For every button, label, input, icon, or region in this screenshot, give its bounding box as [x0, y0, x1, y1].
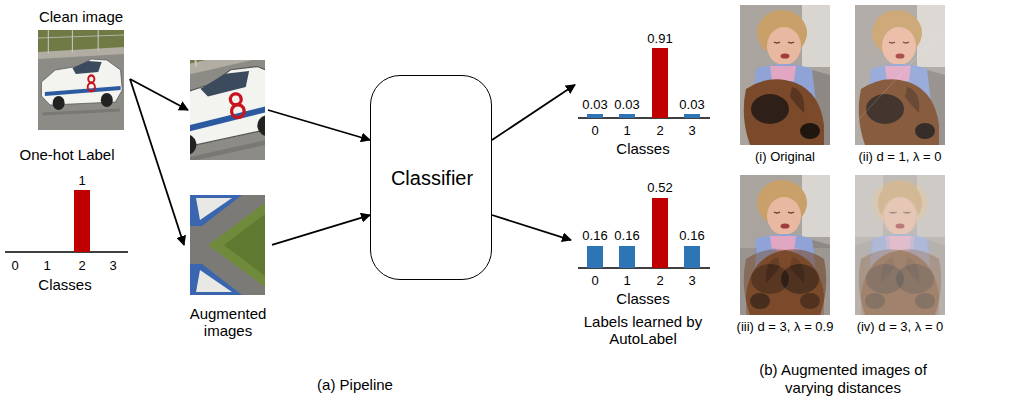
image-panel: (iv) d = 3, λ = 0 [843, 173, 957, 339]
node-text: 0 [591, 124, 598, 139]
bar [684, 246, 700, 268]
child-photo [855, 175, 945, 315]
child-photo [855, 175, 945, 315]
bar [619, 246, 635, 268]
car-part [196, 198, 232, 220]
image-panel: Clean image [32, 6, 130, 132]
node-text: 0 [11, 259, 18, 274]
node-text: Classes [38, 276, 91, 293]
figure-caption: (a) Pipeline [317, 376, 393, 394]
image-panel: (i) Original [728, 3, 842, 169]
grass [208, 203, 265, 287]
example-image [740, 5, 830, 145]
image-panel: (ii) d = 1, λ = 0 [843, 3, 957, 169]
car-part [190, 195, 242, 226]
node-text: Classifier [391, 167, 473, 190]
node-text: 2 [656, 124, 663, 139]
bar-chart: One-hot Label 1 0 1 2 3Classes [0, 142, 135, 300]
example-image [855, 5, 945, 145]
artifact [858, 30, 942, 120]
child-photo [740, 5, 830, 145]
node-text: (iii) d = 3, λ = 0.9 [737, 320, 834, 335]
node-text: 2 [78, 259, 85, 274]
node-text: 0.16 [582, 229, 607, 244]
flow-arrow [492, 215, 571, 240]
image-panel: (iii) d = 3, λ = 0.9 [728, 173, 842, 339]
node-text: (ii) d = 1, λ = 0 [858, 150, 941, 165]
node-text: 3 [109, 259, 116, 274]
node-text: 0.03 [614, 98, 639, 113]
augmented-image [190, 60, 265, 160]
node-text: 0.16 [679, 229, 704, 244]
node-text: Classes [616, 290, 669, 307]
photo-ground [855, 175, 945, 315]
node-text: One-hot Label [19, 146, 114, 163]
node-text: 1 [623, 124, 630, 139]
car-photo [38, 30, 124, 130]
node-text: 2 [656, 274, 663, 289]
bar-chart: 0.16 0.16 0.52 0.16 0 1 2 3ClassesLabels learne… [571, 172, 715, 352]
noise-overlay [855, 5, 945, 145]
node-text: 0.52 [647, 181, 672, 196]
bar [587, 246, 603, 268]
example-image [740, 175, 830, 315]
flow-arrow [492, 85, 575, 140]
node-text: Clean image [39, 8, 123, 25]
bar [587, 114, 603, 118]
car-part [196, 270, 232, 292]
node-text: 0 [591, 274, 598, 289]
node-text: 3 [688, 124, 695, 139]
image-panel: Augmented images [184, 192, 272, 352]
node-text: (i) Original [755, 150, 815, 165]
node-text: (iv) d = 3, λ = 0 [857, 320, 944, 335]
car-photo [190, 60, 265, 160]
node-text: 1 [43, 259, 50, 274]
car-part [190, 264, 242, 295]
node-text: 0.03 [679, 98, 704, 113]
flow-arrow [130, 79, 184, 245]
bar [684, 114, 700, 118]
node-text: Labels learned by AutoLabel [573, 313, 713, 348]
child-photo [740, 175, 830, 315]
bar [619, 114, 635, 118]
photo-ground [190, 195, 265, 295]
grass [224, 214, 265, 276]
node-text: 1 [78, 174, 85, 189]
child-photo [740, 248, 830, 315]
node-text: 0.03 [582, 98, 607, 113]
node-text: Augmented images [186, 305, 270, 340]
augmented-image [190, 195, 265, 295]
figure-caption: (b) Augmented images of varying distance… [743, 361, 943, 397]
node-text: Classes [616, 140, 669, 157]
node-text: 0.16 [614, 229, 639, 244]
node-text: 1 [623, 274, 630, 289]
node-text: 3 [688, 274, 695, 289]
mirrored-part [740, 248, 830, 315]
flow-arrow [268, 110, 370, 140]
flow-arrow [272, 215, 370, 245]
example-image [855, 175, 945, 315]
node-text: 0.91 [647, 32, 672, 47]
bar-chart: 0.03 0.03 0.91 0.03 0 1 2 3Classes [575, 18, 715, 160]
bar [652, 198, 668, 268]
bar [652, 48, 668, 118]
process-box: Classifier [370, 75, 492, 280]
chart-axis [5, 251, 128, 253]
child-photo [855, 5, 945, 145]
clean-image [38, 30, 124, 130]
bar [74, 190, 90, 252]
